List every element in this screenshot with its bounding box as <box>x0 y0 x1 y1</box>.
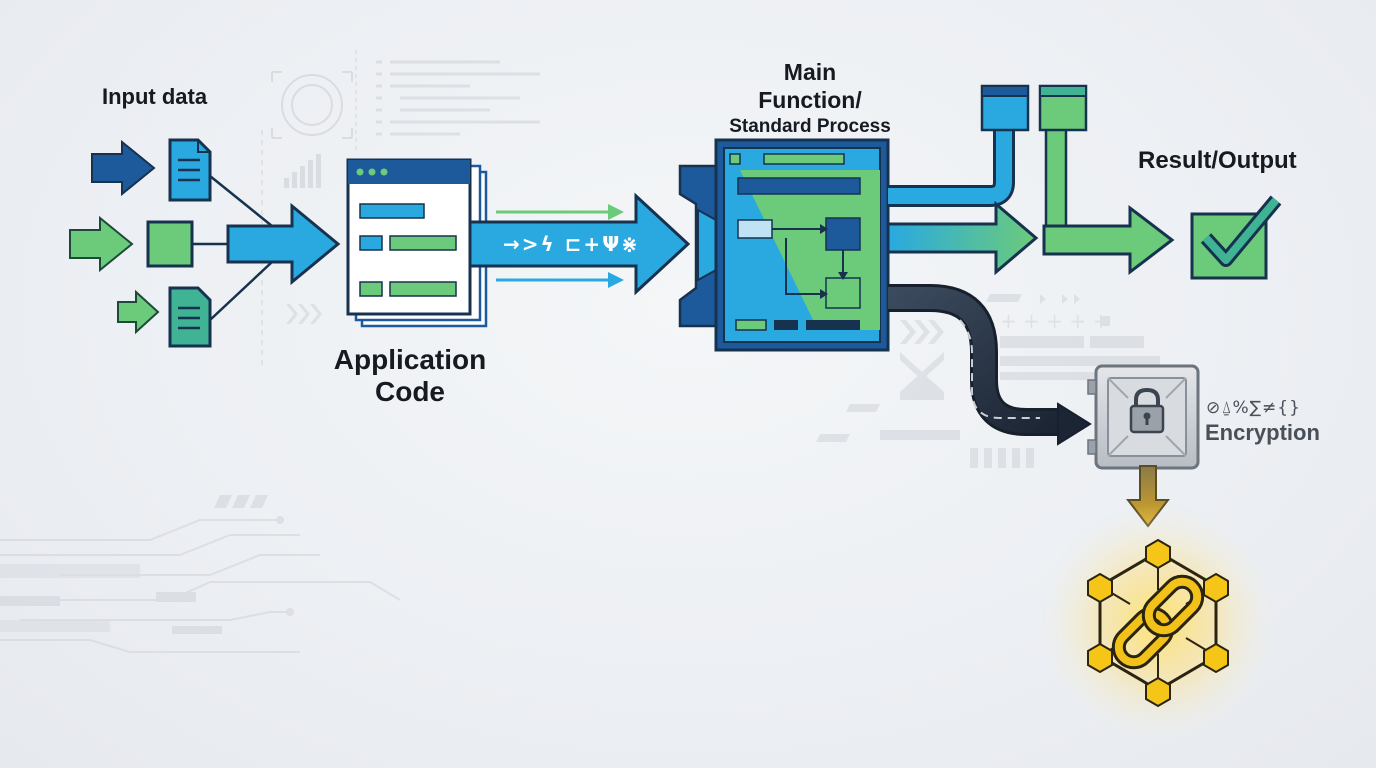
main-function-module <box>678 138 890 352</box>
input-arrow-2 <box>69 215 134 273</box>
main-function-label-line2: Function/ <box>758 87 862 113</box>
data-rows-decoration: + + + + + <box>986 294 1160 380</box>
main-function-label-line3: Standard Process <box>729 116 891 137</box>
gauge-icon <box>271 71 353 139</box>
mini-bar-chart-decoration <box>284 154 321 188</box>
chevron-decoration <box>286 304 322 324</box>
document-icon <box>168 286 212 348</box>
encryption-label: Encryption <box>1205 420 1320 445</box>
process-pipe-arrow <box>468 192 691 296</box>
input-data-label: Input data <box>102 84 208 109</box>
code-lines-decoration <box>376 60 540 136</box>
background-decorations: + + + + + <box>0 50 1160 653</box>
padlock-icon <box>1087 364 1200 470</box>
blockchain-hexagon-icon <box>1040 504 1276 740</box>
checkmark-icon <box>1190 195 1282 280</box>
application-code-window <box>346 158 488 328</box>
application-code-label-line2: Code <box>375 376 445 407</box>
main-function-label-line1: Main <box>783 59 837 85</box>
output-arrow-1 <box>886 200 1039 276</box>
input-section <box>69 138 341 348</box>
document-icon <box>168 138 212 202</box>
circuit-lines-decoration <box>0 519 401 653</box>
svg-text:+ + + + +: + + + + + <box>1000 309 1109 333</box>
result-output-label: Result/Output <box>1138 147 1297 174</box>
pipe-glyphs-label: →>ϟ ⊏+Ψ⋇ <box>503 232 640 256</box>
main-function-label: Main Function/ Standard Process <box>690 58 930 140</box>
output-arrow-2 <box>1042 204 1175 276</box>
encryption-glyphs-label: ⊘⍙%∑≠{} <box>1206 398 1301 418</box>
right-chevron-decoration <box>816 320 1034 468</box>
browser-window-icon <box>346 158 472 316</box>
application-code-label-line1: Application <box>333 344 487 375</box>
encryption-pipe <box>888 284 1092 446</box>
input-merge-arrow <box>226 202 341 286</box>
output-pipes <box>886 84 1175 276</box>
application-code-label: Application Code <box>320 344 500 408</box>
input-arrow-1 <box>91 139 156 197</box>
chain-link-icon <box>1111 574 1205 670</box>
input-arrow-3 <box>117 289 160 335</box>
data-block-icon <box>146 220 194 268</box>
converging-lines <box>192 175 273 321</box>
